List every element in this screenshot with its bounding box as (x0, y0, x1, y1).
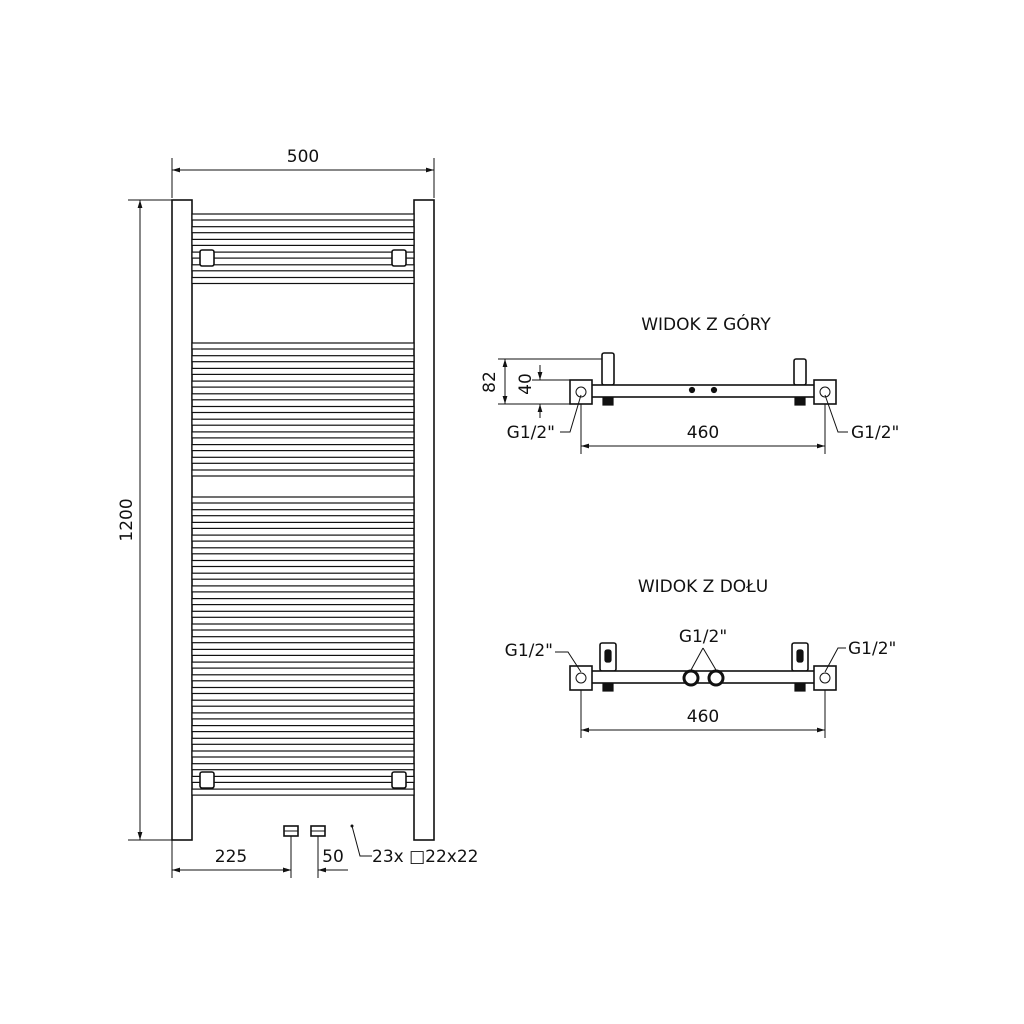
heating-tube (191, 674, 415, 682)
height-label: 1200 (117, 498, 137, 541)
heating-tube (191, 418, 415, 426)
bottom-middle-connection-left (682, 669, 700, 687)
heating-tube (191, 521, 415, 530)
heating-tube (191, 623, 415, 631)
right-collector (413, 199, 435, 841)
top-bracket-right (793, 358, 807, 386)
heating-tube (191, 367, 415, 375)
tube-note-label: 23x □22x22 (372, 847, 478, 867)
front-view: 500 1200 225 50 23x □22x22 (117, 147, 478, 878)
bracket-top-right (391, 249, 407, 267)
heating-tube (191, 585, 415, 593)
heating-tube (191, 597, 415, 606)
bottom-middle-connection-right (707, 669, 725, 687)
heating-tube (191, 534, 415, 542)
heating-tube (191, 547, 415, 555)
top-depth-outer-label: 82 (480, 371, 500, 393)
heating-tube (191, 393, 415, 401)
heating-tube (191, 724, 415, 733)
top-right-connection-label: G1/2" (851, 423, 899, 443)
heating-tube (191, 750, 415, 758)
heating-tube (191, 610, 415, 618)
heating-tube (191, 226, 415, 234)
bottom-view-title: WIDOK Z DOŁU (638, 577, 768, 597)
heating-tube (191, 636, 415, 644)
heating-tube (191, 686, 415, 695)
heating-tube (191, 431, 415, 439)
bottom-valves (283, 825, 326, 837)
bracket-top-left (199, 249, 215, 267)
bottom-centers-label: 460 (687, 707, 719, 727)
heating-tube (191, 405, 415, 414)
top-collector-right (813, 379, 837, 405)
heating-tube (191, 264, 415, 272)
heating-tube (191, 763, 415, 771)
width-label: 500 (287, 147, 319, 167)
left-collector (171, 199, 193, 841)
tube-note: 23x □22x22 (350, 824, 478, 867)
top-radiator-profile (589, 384, 817, 398)
offset-label: 225 (215, 847, 247, 867)
heating-tube (191, 496, 415, 504)
heating-tube (191, 276, 415, 285)
heating-tube (191, 661, 415, 669)
heating-tube (191, 251, 415, 259)
top-view: WIDOK Z GÓRY 82 40 460 G1/2" G1/2" (480, 313, 899, 454)
top-bracket-left (601, 352, 615, 386)
bottom-middle-connection-label: G1/2" (679, 627, 727, 647)
heating-tube (191, 737, 415, 745)
heating-tube (191, 380, 415, 388)
heating-tube (191, 469, 415, 477)
bracket-bottom-right (391, 771, 407, 789)
bracket-bottom-left (199, 771, 215, 789)
bottom-radiator-profile (589, 670, 817, 684)
heating-tube (191, 444, 415, 452)
heating-tube (191, 213, 415, 221)
heating-tube (191, 238, 415, 246)
heating-tube (191, 342, 415, 350)
heating-tube (191, 509, 415, 517)
tube-group (191, 213, 415, 796)
top-view-title: WIDOK Z GÓRY (641, 313, 771, 335)
spacing-label: 50 (322, 847, 344, 867)
heating-tube (191, 775, 415, 784)
top-depth-inner-label: 40 (516, 373, 536, 395)
heating-tube (191, 788, 415, 796)
width-dimension: 500 (171, 147, 435, 198)
top-centers-label: 460 (687, 423, 719, 443)
heating-tube (191, 355, 415, 363)
bottom-view: WIDOK Z DOŁU 460 G1/2" G1/2" G1/2" (505, 577, 896, 738)
top-left-connection-label: G1/2" (507, 423, 555, 443)
top-collector-left (569, 379, 593, 405)
heating-tube (191, 712, 415, 720)
bottom-right-connection-label: G1/2" (848, 639, 896, 659)
heating-tube (191, 456, 415, 464)
heating-tube (191, 699, 415, 707)
bottom-left-connection-label: G1/2" (505, 641, 553, 661)
heating-tube (191, 572, 415, 580)
heating-tube (191, 559, 415, 568)
bottom-collector-left (569, 665, 593, 691)
height-dimension: 1200 (117, 199, 172, 841)
bottom-dimensions: 225 50 (171, 836, 348, 878)
bottom-collector-right (813, 665, 837, 691)
heating-tube (191, 648, 415, 657)
